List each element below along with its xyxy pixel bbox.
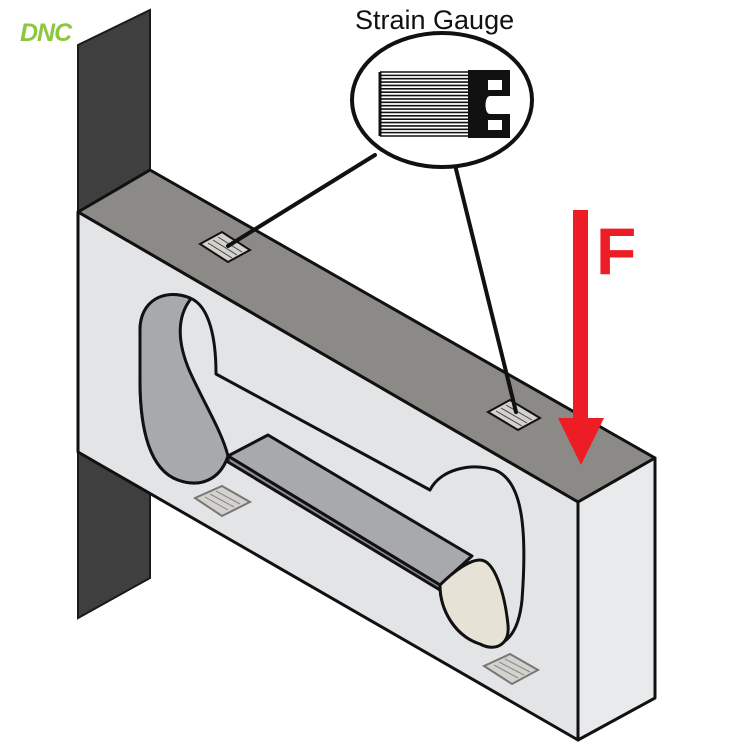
force-label: F [596, 214, 636, 288]
strain-gauge-magnifier [350, 31, 534, 169]
logo-text: DNC [20, 19, 73, 47]
force-arrow-icon [558, 210, 604, 465]
strain-gauge-label: Strain Gauge [355, 5, 514, 35]
gauge-pad-front-right [481, 652, 541, 686]
gauge-pad-top-left [198, 230, 252, 264]
logo-icon: DNC [20, 19, 74, 47]
strain-gauge-foil-icon [377, 69, 511, 139]
end-face [576, 456, 657, 742]
gauge-pad-front-left [192, 484, 253, 518]
through-hole [138, 293, 526, 649]
gauge-pad-top-right [485, 398, 543, 432]
hole-right-end [438, 558, 510, 649]
hole-left-wall [138, 293, 230, 485]
magnifier-leader-lines [226, 153, 518, 414]
